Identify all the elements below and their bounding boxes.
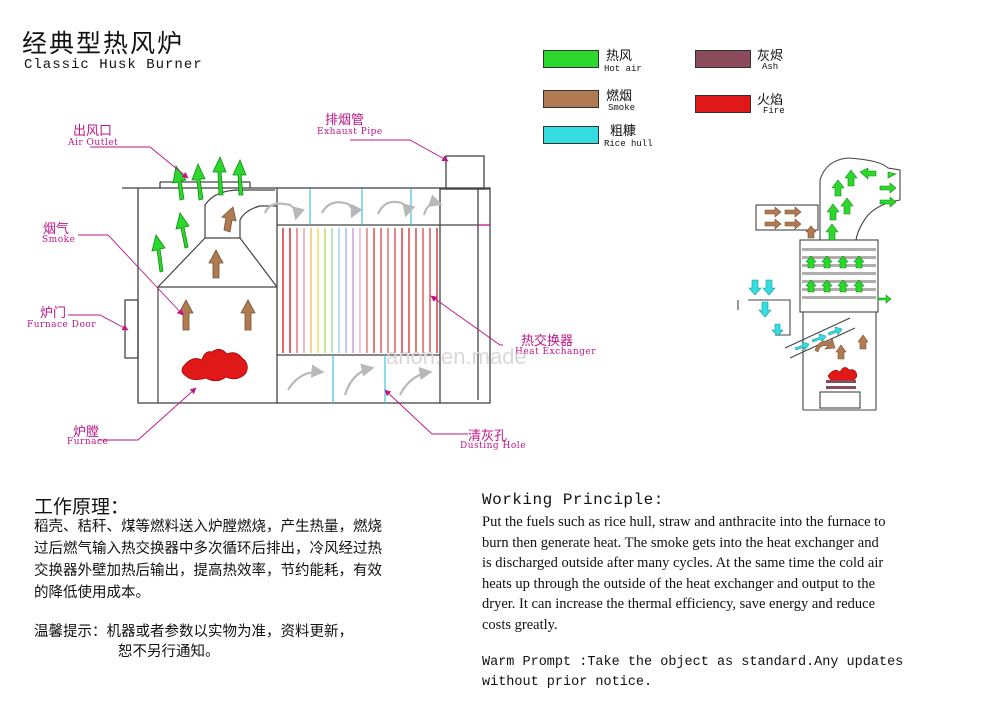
legend-label-rice-hull-cn: 粗糠 [610, 124, 637, 139]
hot-air-arrows [151, 155, 247, 273]
cross-section-view [737, 157, 901, 411]
legend-swatch-fire [695, 95, 751, 113]
watermark: anon.en.made [386, 344, 527, 369]
principle-en-line: costs greatly. [482, 616, 558, 633]
label-heat-exchanger-en: Heat Exchanger [515, 347, 597, 357]
label-furnace-door-en: Furnace Door [27, 320, 97, 330]
principle-en-line: heats up through the outside of the heat… [482, 575, 876, 592]
principle-cn-line: 的降低使用成本。 [34, 585, 150, 601]
legend-label-hot-air-en: Hot air [604, 64, 642, 74]
cross-section-rice-hull-arrows [748, 279, 843, 351]
principle-cn-line: 过后燃气输入热交换器中多次循环后排出，冷风经过热 [34, 541, 382, 557]
label-leader-lines [68, 139, 503, 441]
principle-cn-line: 稻壳、秸秆、煤等燃料送入炉膛燃烧，产生热量，燃烧 [34, 519, 382, 535]
label-furnace-door-cn: 炉门 [40, 306, 67, 321]
legend-label-ash-en: Ash [762, 62, 779, 72]
fire-shape [181, 349, 248, 382]
principle-en-line: burn then generate heat. The smoke gets … [482, 534, 879, 551]
legend-label-fire-en: Fire [763, 106, 785, 116]
principle-en-line: Put the fuels such as rice hull, straw a… [482, 514, 886, 530]
diagram-title-en: Classic Husk Burner [24, 57, 203, 73]
label-furnace-cn: 炉膛 [73, 425, 100, 440]
legend-label-smoke-cn: 燃烟 [606, 89, 633, 104]
legend-swatch-rice-hull [543, 126, 599, 144]
heat-exchanger-tubes [282, 228, 438, 353]
legend-label-ash-cn: 灰烬 [757, 49, 784, 64]
label-air-outlet-en: Air Outlet [68, 138, 119, 148]
principle-body-cn: 稻壳、秸秆、煤等燃料送入炉膛燃烧，产生热量，燃烧 过后燃气输入热交换器中多次循环… [34, 516, 382, 604]
principle-title-en: Working Principle: [482, 491, 664, 509]
principle-en-line: is discharged outside after many cycles.… [482, 555, 884, 571]
principle-en-line: dryer. It can increase the thermal effic… [482, 596, 876, 612]
label-dusting-hole-cn: 清灰孔 [468, 429, 508, 444]
cross-section-smoke-arrows [764, 206, 869, 360]
legend-label-fire-cn: 火焰 [757, 93, 784, 108]
warm-prompt-cn-2: 恕不另行通知。 [118, 644, 220, 660]
principle-title-cn: 工作原理： [34, 496, 130, 518]
cross-section-heat-grid [802, 248, 876, 299]
smoke-arrows [178, 206, 256, 331]
legend-label-smoke-en: Smoke [608, 103, 636, 113]
label-smoke-cn: 烟气 [43, 222, 70, 237]
warm-prompt-en: Warm Prompt :Take the object as standard… [482, 655, 904, 670]
warm-prompt-cn: 温馨提示：机器或者参数以实物为准，资料更新， [34, 624, 353, 640]
smoke-flow-arrows [263, 194, 443, 396]
label-dusting-hole-en: Dusting Hole [460, 441, 527, 451]
cross-section-ash-bars [826, 380, 856, 389]
label-heat-exchanger-cn: 热交换器 [521, 334, 574, 349]
principle-body-en: Put the fuels such as rice hull, straw a… [482, 512, 885, 635]
legend-swatch-ash [695, 50, 751, 68]
furnace-body [122, 181, 491, 404]
principle-cn-line: 交换器外壁加热后输出，提高热效率，节约能耗，有效 [34, 563, 382, 579]
diagram-title-cn: 经典型热风炉 [22, 29, 185, 58]
label-smoke-en: Smoke [42, 235, 76, 245]
label-exhaust-pipe-cn: 排烟管 [325, 113, 365, 128]
label-exhaust-pipe-en: Exhaust Pipe [317, 127, 383, 137]
cross-section-hot-air-arrows [805, 167, 897, 304]
legend-label-hot-air-cn: 热风 [606, 49, 633, 64]
exhaust-pipe [440, 155, 490, 400]
warm-prompt-en-2: without prior notice. [482, 675, 653, 690]
legend-label-rice-hull-en: Rice hull [604, 139, 653, 149]
legend-swatch-hot-air [543, 50, 599, 68]
legend-swatch-smoke [543, 90, 599, 108]
label-air-outlet-cn: 出风口 [73, 124, 113, 139]
label-furnace-en: Furnace [67, 437, 109, 447]
